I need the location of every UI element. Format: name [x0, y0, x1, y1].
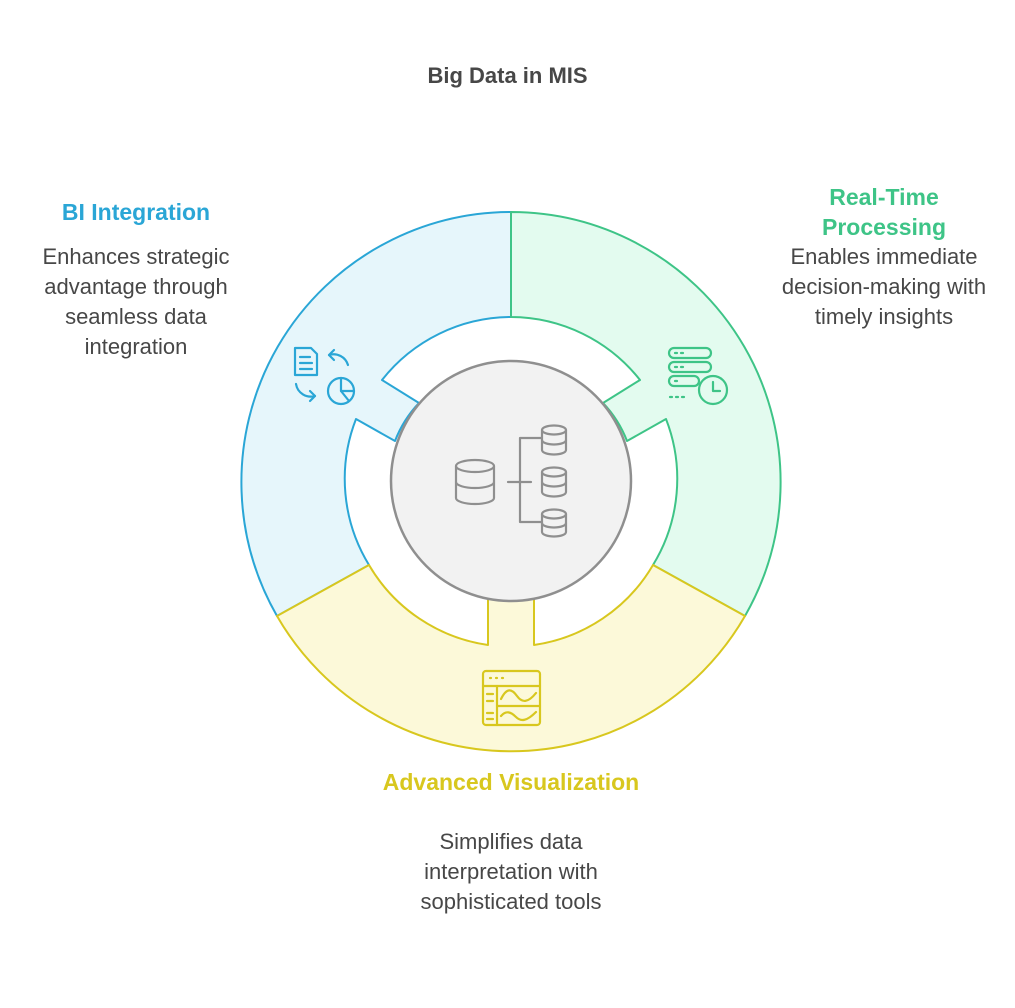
- segment-visualization[interactable]: [276, 564, 746, 753]
- bi-integration-description: Enhances strategic advantage through sea…: [42, 244, 230, 359]
- real-time-processing-title: Real-Time Processing: [822, 184, 946, 240]
- advanced-visualization-description: Simplifies data interpretation with soph…: [420, 829, 602, 914]
- dashboard-waves-icon: [481, 669, 542, 727]
- diagram-title: Big Data in MIS: [427, 63, 588, 88]
- database-hierarchy-icon: [454, 424, 568, 538]
- report-chart-sync-icon: [293, 346, 356, 406]
- bi-integration-title: BI Integration: [61, 199, 211, 225]
- real-time-processing-description: Enables immediate decision-making with t…: [781, 244, 987, 329]
- advanced-visualization-title: Advanced Visualization: [382, 769, 640, 795]
- server-clock-icon: [667, 346, 729, 406]
